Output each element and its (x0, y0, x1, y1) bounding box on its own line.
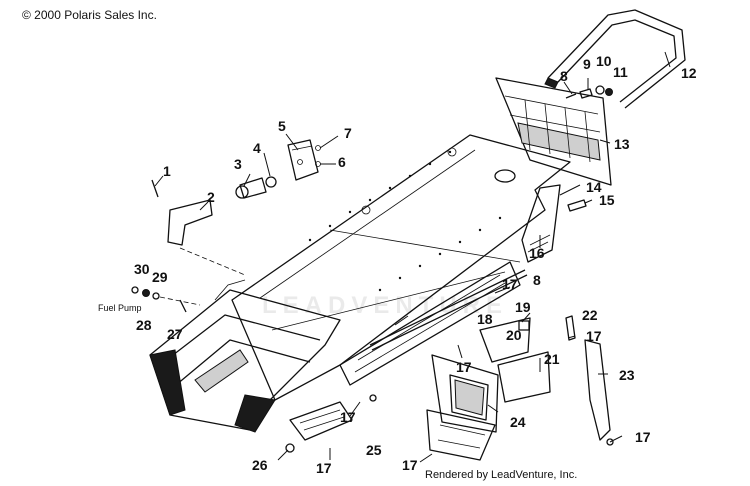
callout-17b: 17 (586, 328, 602, 344)
bracket-assembly (235, 139, 321, 199)
callout-6: 6 (338, 154, 346, 170)
callout-17f: 17 (402, 457, 418, 473)
callout-1: 1 (163, 163, 171, 179)
callout-20: 20 (506, 327, 522, 343)
fuel-pump-hardware (131, 286, 201, 313)
callout-14: 14 (586, 179, 602, 195)
callout-13: 13 (614, 136, 630, 152)
callout-15: 15 (599, 192, 615, 208)
callout-17a: 17 (502, 276, 518, 292)
callout-30: 30 (134, 261, 150, 277)
callout-22: 22 (582, 307, 598, 323)
leader-lines (154, 51, 671, 463)
watermark: LEADVENTURE (262, 292, 509, 319)
callout-19: 19 (515, 299, 531, 315)
snow-flap (495, 77, 612, 186)
bumper-hardware (565, 85, 613, 99)
callout-2: 2 (207, 189, 215, 205)
callout-27: 27 (167, 326, 183, 342)
fuel-pump-label: Fuel Pump (98, 303, 142, 313)
callout-10: 10 (596, 53, 612, 69)
callout-24: 24 (510, 414, 526, 430)
callout-17g: 17 (635, 429, 651, 445)
callout-8: 8 (560, 68, 568, 84)
callout-17e: 17 (316, 460, 332, 476)
callout-7: 7 (344, 125, 352, 141)
lower-parts (285, 394, 614, 461)
copyright-text: © 2000 Polaris Sales Inc. (22, 8, 157, 22)
callout-12: 12 (681, 65, 697, 81)
fuel-pump-bracket (151, 179, 246, 276)
callout-26: 26 (252, 457, 268, 473)
callout-16: 16 (529, 245, 545, 261)
callout-4: 4 (253, 140, 261, 156)
callout-25: 25 (366, 442, 382, 458)
callout-21: 21 (544, 351, 560, 367)
callout-29: 29 (152, 269, 168, 285)
callout-labels: 1 2 3 4 5 6 7 8 9 10 11 12 13 14 15 16 8… (98, 53, 697, 476)
chassis-tunnel (149, 134, 571, 433)
callout-5: 5 (278, 118, 286, 134)
rear-bumper (544, 9, 686, 109)
right-side-brackets (431, 315, 611, 441)
running-board-end (521, 184, 587, 263)
callout-17d: 17 (340, 409, 356, 425)
callout-3: 3 (234, 156, 242, 172)
callout-9: 9 (583, 56, 591, 72)
callout-28: 28 (136, 317, 152, 333)
side-rail (369, 269, 528, 351)
callout-17c: 17 (456, 359, 472, 375)
callout-11: 11 (613, 64, 628, 80)
callout-8b: 8 (533, 272, 541, 288)
render-credit: Rendered by LeadVenture, Inc. (425, 469, 578, 481)
callout-23: 23 (619, 367, 635, 383)
callout-18: 18 (477, 311, 493, 327)
